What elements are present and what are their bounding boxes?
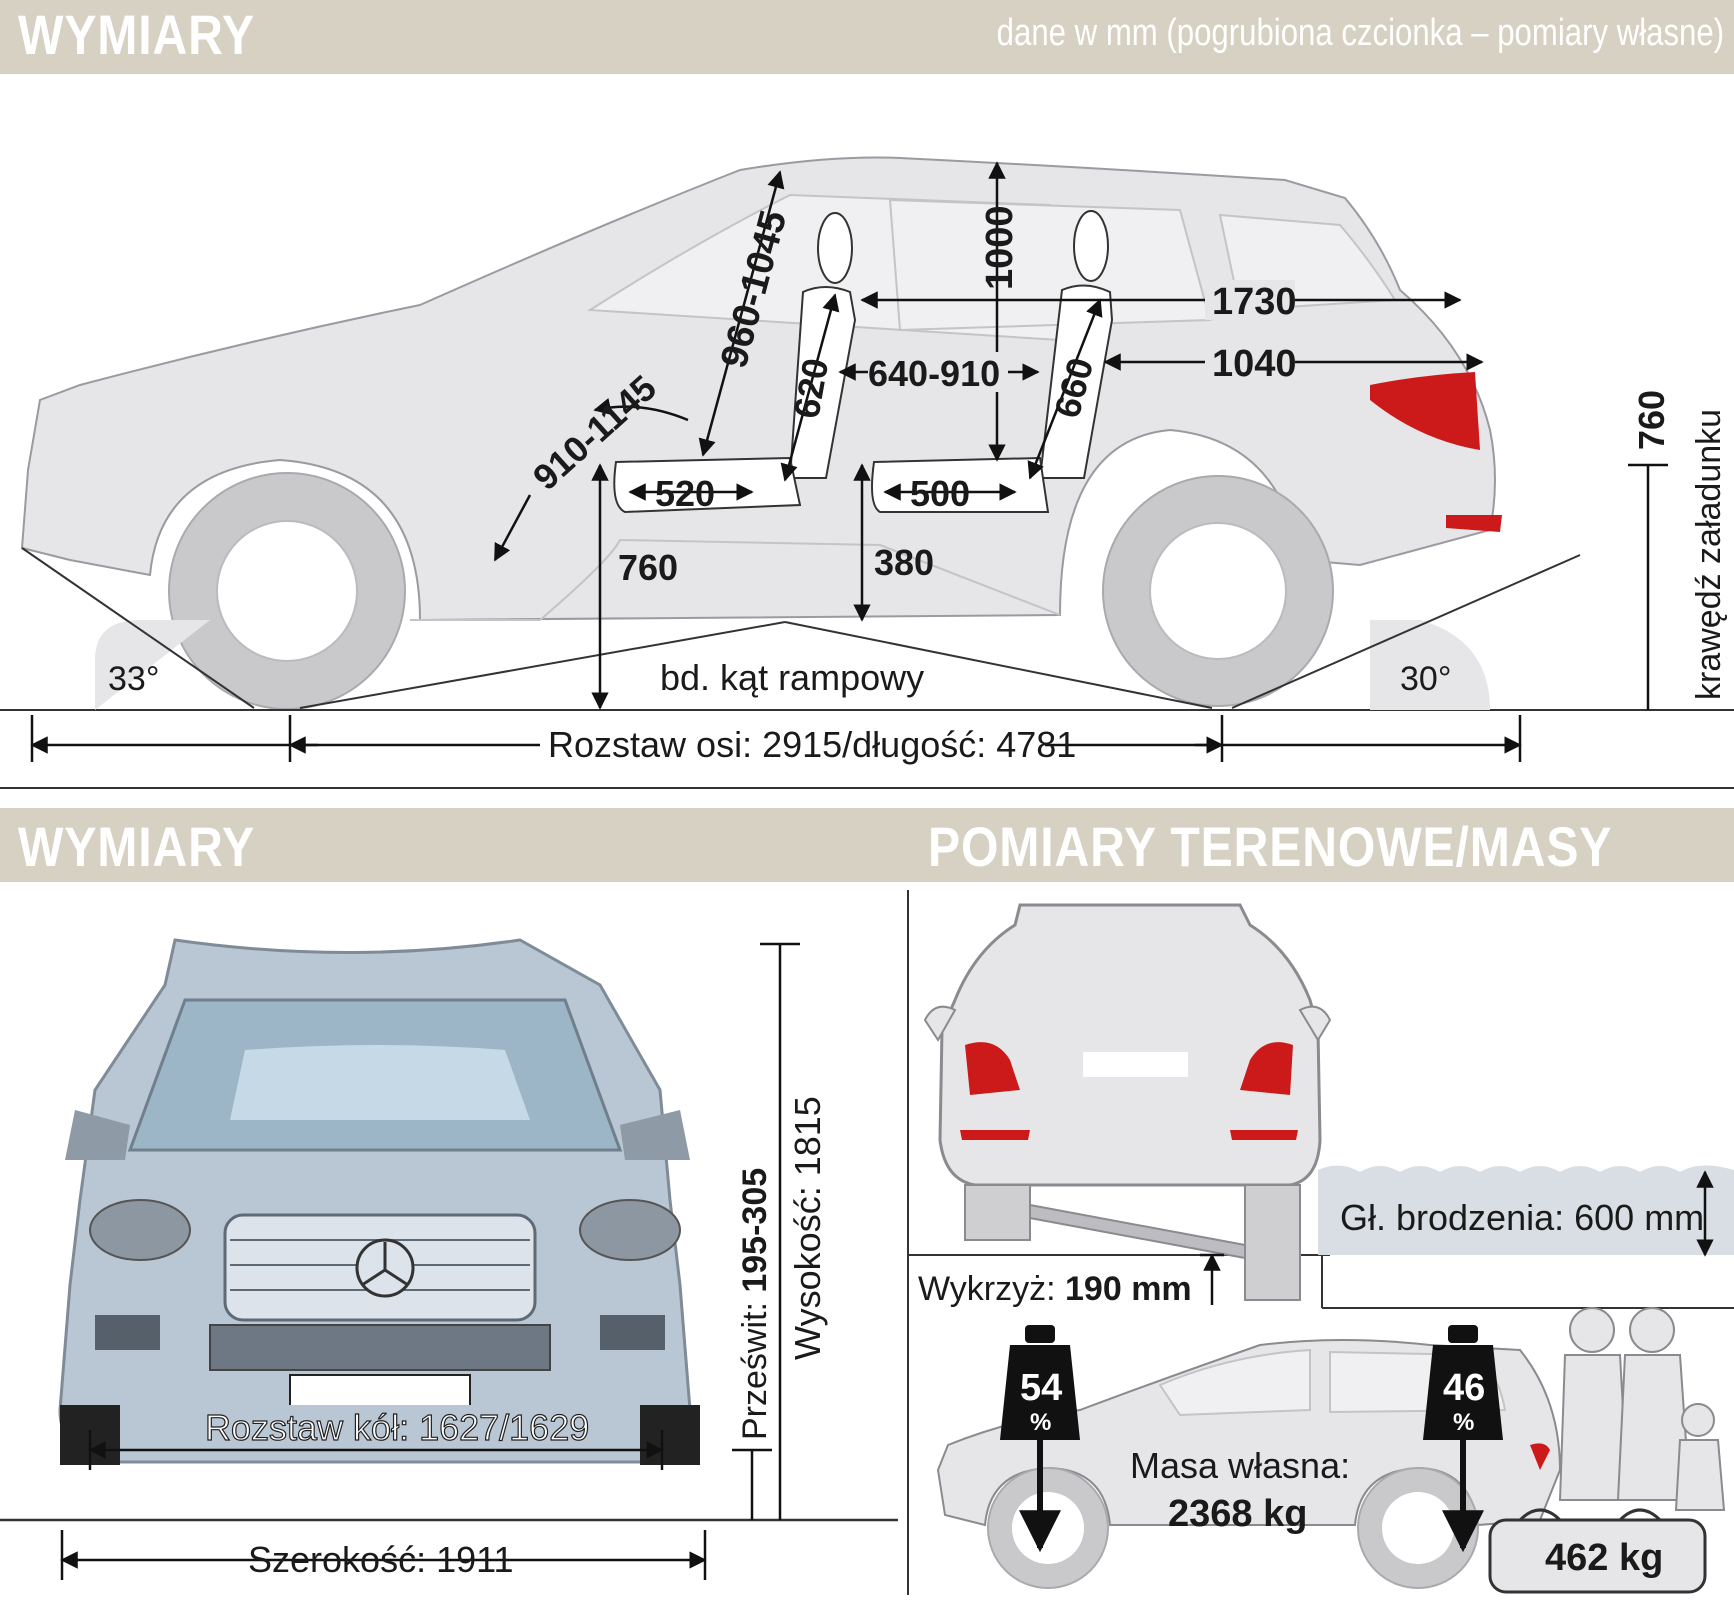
loading-edge-value-label: 760 bbox=[1631, 390, 1672, 450]
tail-light bbox=[1370, 372, 1502, 532]
passengers-icon bbox=[1558, 1307, 1726, 1511]
top-header-title: WYMIARY bbox=[18, 3, 255, 66]
bottom-header-bar: WYMIARY POMIARY TERENOWE/MASY bbox=[0, 808, 1734, 882]
axle-articulation-label: Wykrzyż: 190 mm bbox=[918, 1270, 1192, 1308]
ground-lines bbox=[0, 547, 1734, 789]
approach-angle-label: 33° bbox=[108, 660, 159, 698]
ramp-angle-label: bd. kąt rampowy bbox=[660, 657, 924, 698]
front-dimension-arrows bbox=[0, 942, 898, 1580]
width-label: Szerokość: 1911 bbox=[248, 1539, 513, 1580]
water-surface bbox=[1318, 1165, 1734, 1255]
wading-depth-label: Gł. brodzenia: 600 mm bbox=[1340, 1197, 1704, 1238]
rear-axle-pct-sign: % bbox=[1453, 1409, 1474, 1436]
curb-weight-value: 2368 kg bbox=[1168, 1493, 1307, 1535]
departure-angle-label: 30° bbox=[1400, 660, 1451, 698]
rear-wheel bbox=[1102, 475, 1334, 707]
wheelbase-length-label: Rozstaw osi: 2915/długość: 4781 bbox=[548, 724, 1076, 765]
front-axle-pct-sign: % bbox=[1030, 1409, 1051, 1436]
seat-height-rear-label: 380 bbox=[874, 542, 934, 583]
front-axle-weight-icon bbox=[1000, 1325, 1080, 1553]
legroom-rear-label: 640-910 bbox=[868, 353, 1000, 394]
rear-axle-pct: 46 bbox=[1443, 1367, 1485, 1409]
track-width-label: Rozstaw kół: 1627/1629 bbox=[205, 1407, 589, 1448]
axle-articulation-value: 190 mm bbox=[1065, 1270, 1192, 1308]
front-wheel bbox=[168, 472, 406, 710]
curb-weight-label: Masa własna: bbox=[1130, 1445, 1350, 1486]
axle-articulation-prefix: Wykrzyż: bbox=[918, 1270, 1065, 1308]
ground-clearance-value: 195-305 bbox=[736, 1168, 774, 1293]
offroad-arrows bbox=[1200, 1170, 1714, 1305]
front-view-car bbox=[58, 938, 700, 1465]
seat-depth-front-label: 520 bbox=[655, 473, 715, 514]
luggage-icon bbox=[1488, 1508, 1707, 1594]
ground-clearance-prefix: Prześwit: bbox=[736, 1293, 774, 1440]
cargo-length-floor-label: 1040 bbox=[1212, 343, 1297, 385]
seat-height-front-label: 760 bbox=[618, 547, 678, 588]
top-header-bar: WYMIARY dane w mm (pogrubiona czcionka –… bbox=[0, 0, 1734, 74]
payload-label: 462 kg bbox=[1545, 1537, 1663, 1579]
height-label: Wysokość: 1815 bbox=[787, 1096, 828, 1360]
rear-view-car bbox=[923, 903, 1332, 1301]
seat-depth-rear-label: 500 bbox=[910, 473, 970, 514]
headroom-rear-label: 1000 bbox=[979, 205, 1021, 290]
cargo-length-top-label: 1730 bbox=[1212, 281, 1297, 323]
top-header-subtitle: dane w mm (pogrubiona czcionka – pomiary… bbox=[996, 12, 1724, 54]
bottom-left-header-title: WYMIARY bbox=[18, 815, 255, 878]
bottom-right-header-title: POMIARY TERENOWE/MASY bbox=[928, 815, 1613, 878]
front-axle-pct: 54 bbox=[1020, 1367, 1062, 1409]
loading-edge-text-label: krawędź załadunku bbox=[1690, 409, 1728, 700]
rear-axle-weight-icon bbox=[1423, 1325, 1503, 1553]
ground-clearance-label: Prześwit: 195-305 bbox=[736, 1168, 774, 1440]
